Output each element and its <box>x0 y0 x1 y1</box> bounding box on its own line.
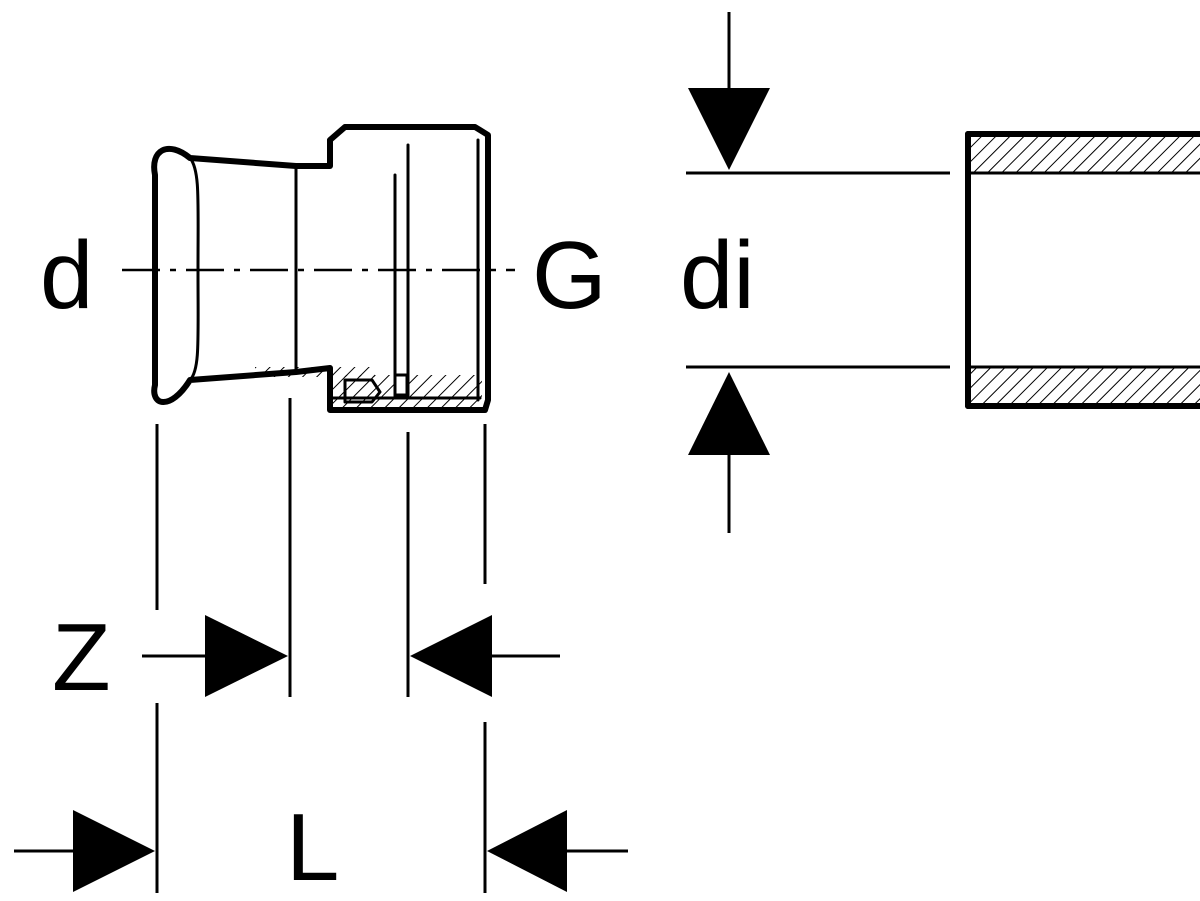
pipe-wall-top-hatch <box>970 136 1200 172</box>
pipe-section <box>965 131 1200 409</box>
di-arrow-top-head <box>688 88 770 170</box>
label-d: d <box>40 222 94 329</box>
z-arrow-left-head <box>205 615 288 697</box>
di-dimension <box>686 12 950 533</box>
label-Z: Z <box>52 604 111 711</box>
di-arrow-bottom-head <box>688 372 770 455</box>
seal-small <box>393 373 409 397</box>
label-G: G <box>532 222 607 329</box>
section-hatch-mid <box>255 367 375 377</box>
l-arrow-left-head <box>73 810 155 892</box>
pipe-wall-bottom-hatch <box>970 368 1200 404</box>
press-fitting <box>151 124 491 413</box>
z-arrow-right-head <box>410 615 492 697</box>
length-dimensions <box>14 398 628 893</box>
l-arrow-right-head <box>487 810 567 892</box>
label-L: L <box>286 794 340 901</box>
label-di: di <box>680 222 755 329</box>
fitting-outline <box>151 124 491 413</box>
